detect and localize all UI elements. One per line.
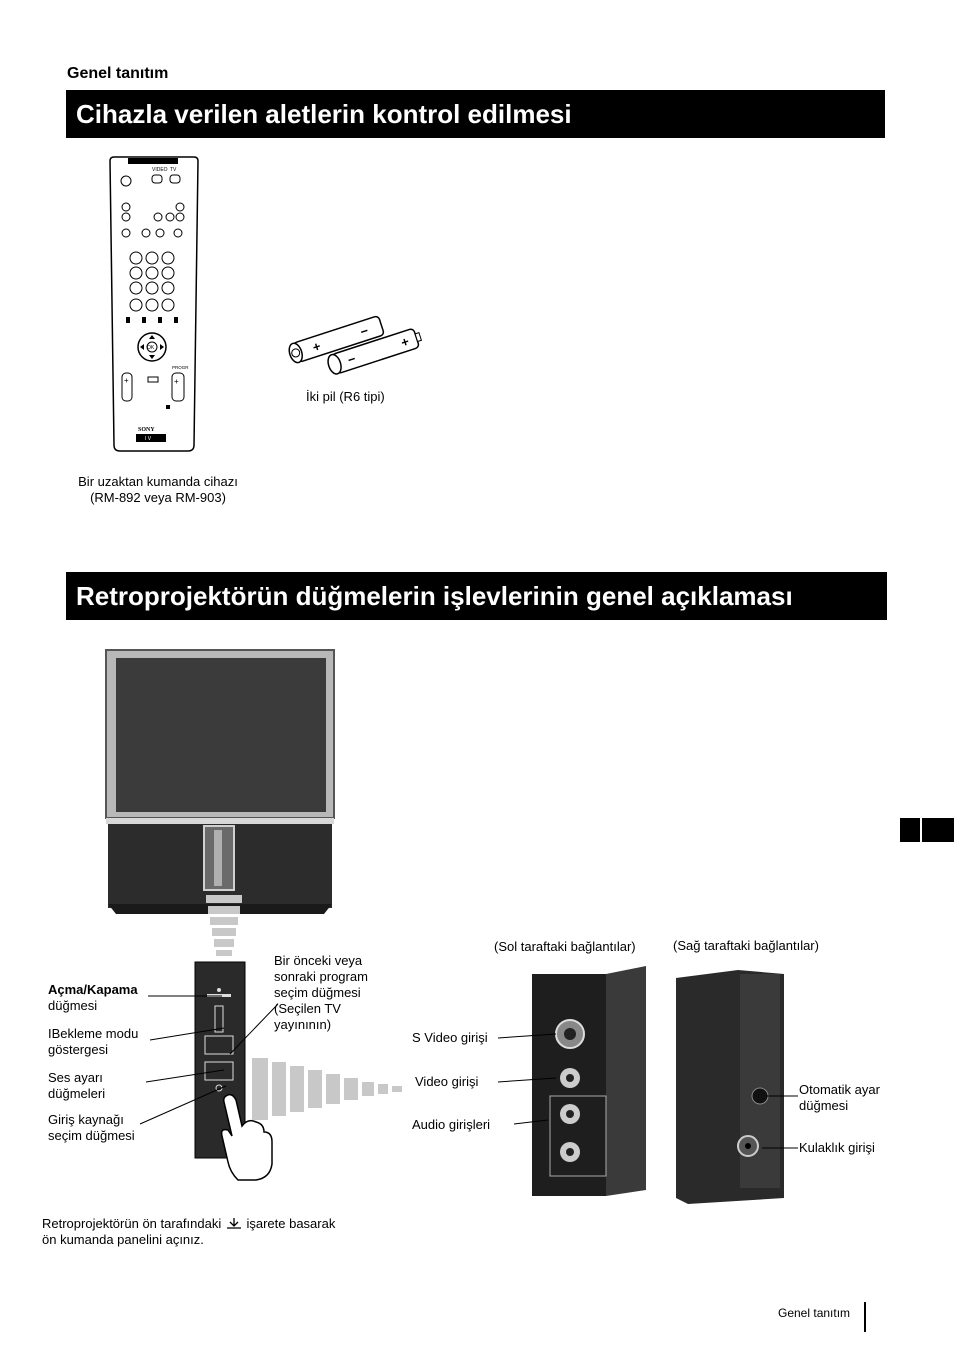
remote-video-label: VIDEO [152, 167, 168, 173]
label-program-2: sonraki program [274, 969, 368, 984]
svg-text:+: + [124, 376, 129, 385]
label-program-1: Bir önceki veya [274, 953, 363, 968]
label-volume-1: Ses ayarı [48, 1070, 103, 1085]
note-line2: ön kumanda panelini açınız. [42, 1232, 204, 1247]
remote-tv-label: TV [170, 167, 177, 173]
note-line1-b: işarete basarak [246, 1216, 336, 1231]
batteries-caption: İki pil (R6 tipi) [306, 389, 385, 404]
remote-ok-label: OK [147, 345, 155, 351]
remote-progr-label: PROGR [172, 365, 189, 370]
remote-control-illustration: VIDEO TV OK + PROGR + SONY I V [109, 156, 199, 452]
front-control-panel [194, 961, 246, 1159]
label-power-bold: Açma/Kapama [48, 982, 138, 997]
left-connections-title: (Sol taraftaki bağlantılar) [494, 939, 636, 954]
section-label: Genel tanıtım [67, 65, 169, 82]
label-power-rest: düğmesi [48, 998, 98, 1013]
remote-screen-text: I V [145, 436, 152, 442]
note-line1-a: Retroprojektörün ön tarafındaki [42, 1216, 222, 1231]
label-input-1: Giriş kaynağı [48, 1112, 124, 1127]
label-headphone: Kulaklık girişi [799, 1140, 875, 1155]
label-volume-2: düğmeleri [48, 1086, 106, 1101]
side-thumb-tab [900, 818, 954, 842]
heading-controls-overview: Retroprojektörün düğmelerin işlevlerinin… [66, 572, 887, 620]
footer-rule [864, 1302, 866, 1332]
zoom-connector-vertical [206, 895, 242, 956]
label-standby-2: göstergesi [48, 1042, 108, 1057]
left-leader-lines [497, 1033, 557, 1125]
remote-caption-line1: Bir uzaktan kumanda cihazı [78, 474, 238, 489]
zoom-connector-horizontal [252, 1058, 402, 1120]
label-auto-2: düğmesi [799, 1098, 849, 1113]
panel-leader-lines [139, 995, 279, 1125]
label-program-4: (Seçilen TV [274, 1001, 341, 1016]
right-connections-panel [676, 970, 784, 1204]
open-mark-icon [226, 1218, 241, 1229]
label-video: Video girişi [415, 1074, 479, 1089]
label-program-5: yayınının) [274, 1017, 332, 1032]
label-program-3: seçim düğmesi [274, 985, 361, 1000]
footer-text: Genel tanıtım [778, 1306, 851, 1320]
label-input-2: seçim düğmesi [48, 1128, 135, 1143]
label-standby-1: IBekleme modu [48, 1026, 139, 1041]
svg-text:+: + [174, 377, 179, 386]
label-auto-1: Otomatik ayar [799, 1082, 880, 1097]
hand-pressing-icon [220, 1093, 273, 1181]
left-connections-panel [532, 966, 646, 1196]
right-leader-lines [762, 1095, 798, 1149]
remote-brand: SONY [138, 427, 155, 433]
right-connections-title: (Sağ taraftaki bağlantılar) [673, 938, 819, 953]
batteries-illustration: + − − + [288, 315, 423, 375]
remote-caption-line2: (RM-892 veya RM-903) [90, 490, 226, 505]
projector-tv-illustration [105, 649, 335, 914]
label-svideo: S Video girişi [412, 1030, 488, 1045]
label-audio: Audio girişleri [412, 1117, 491, 1132]
heading-supplied-accessories: Cihazla verilen aletlerin kontrol edilme… [66, 90, 885, 138]
